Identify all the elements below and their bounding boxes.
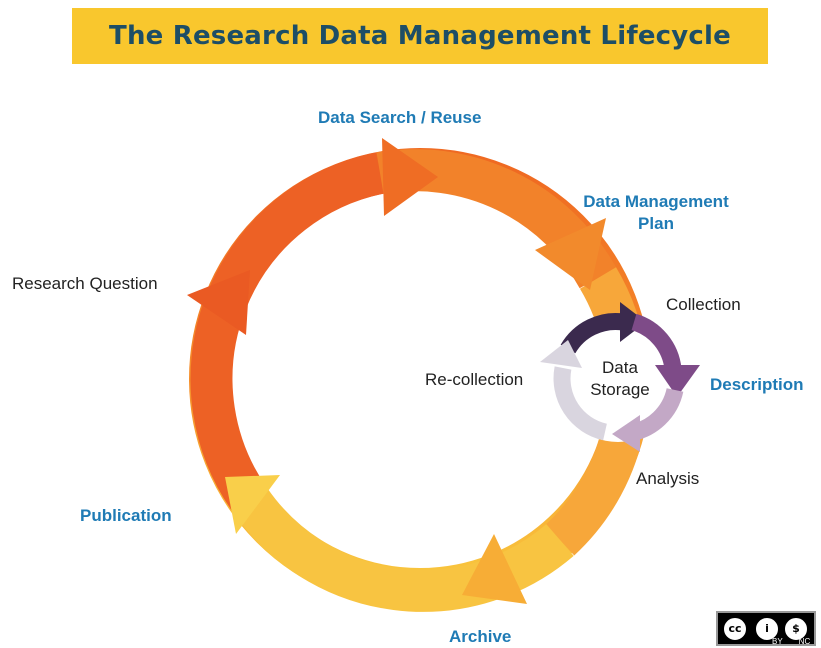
label-collection: Collection [666, 295, 741, 314]
attribution-icon: i [754, 615, 780, 642]
diagram-title: The Research Data Management Lifecycle [109, 21, 731, 51]
label-data-management-plan-line1: Data Management [583, 192, 729, 211]
inner-arrow-analysis [612, 415, 640, 452]
cc-icon: cc [722, 615, 748, 642]
inner-cycle-bg [554, 314, 682, 442]
label-description: Description [710, 375, 804, 394]
cc-nc-text: NC [798, 637, 811, 646]
label-data-management-plan-line2: Plan [638, 214, 674, 233]
label-research-question: Research Question [12, 274, 158, 293]
cc-license-badge: cc i $ BY NC [716, 611, 816, 646]
label-re-collection: Re-collection [425, 370, 524, 389]
inner-segment-collection [560, 313, 625, 354]
ring-segment-bottom [232, 487, 574, 612]
inner-arrow-collection [620, 302, 646, 342]
inner-segment-re-collection [553, 366, 608, 441]
noncommercial-icon: $ [783, 615, 809, 642]
arrow-head-bottom-right [462, 534, 527, 604]
label-data-search-reuse: Data Search / Reuse [318, 108, 482, 127]
inner-arrow-re-collection [540, 340, 582, 368]
arrow-head-bottom-left [225, 475, 280, 534]
arrow-head-top [382, 138, 438, 216]
inner-arrow-description [655, 365, 700, 397]
label-analysis: Analysis [636, 469, 700, 488]
ring-segment-left [190, 152, 385, 513]
inner-segment-description [631, 313, 682, 371]
label-publication: Publication [80, 506, 172, 525]
label-data-storage-line2: Storage [590, 380, 650, 399]
cc-by-text: BY [772, 637, 783, 646]
label-data-management-plan: Data Management Plan [566, 191, 746, 235]
label-data-storage: Data Storage [578, 357, 662, 401]
label-archive: Archive [449, 627, 512, 646]
title-banner: The Research Data Management Lifecycle [72, 8, 768, 64]
label-data-storage-line1: Data [602, 358, 638, 377]
arrow-head-upper-right [535, 218, 606, 290]
arrow-head-left [187, 270, 250, 335]
